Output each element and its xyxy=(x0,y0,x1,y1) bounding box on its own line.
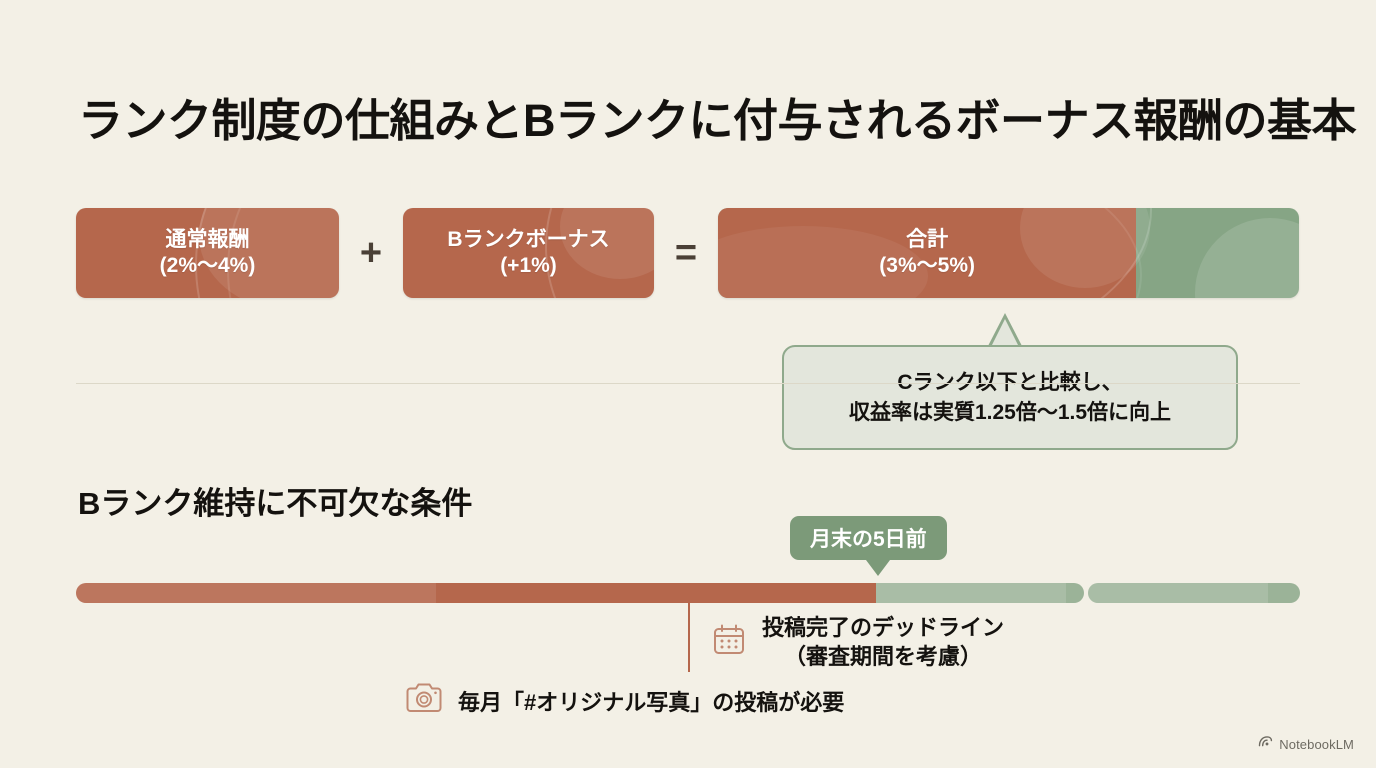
annotation-deadline: 投稿完了のデッドライン （審査期間を考慮） xyxy=(710,613,1004,672)
card-label: 合計 (3%〜5%) xyxy=(718,208,1136,298)
section-heading: Bランク維持に不可欠な条件 xyxy=(78,486,473,521)
annotation-photo-requirement: 毎月「#オリジナル写真」の投稿が必要 xyxy=(404,681,844,720)
timeline-badge-tail-icon xyxy=(866,560,890,576)
callout-tail-fill xyxy=(991,319,1019,347)
timeline-bar xyxy=(76,583,1300,603)
card-base-reward: 通常報酬 (2%〜4%) xyxy=(76,208,339,298)
card-b-rank-bonus: Bランクボーナス (+1%) xyxy=(403,208,654,298)
callout-text: Cランク以下と比較し、 収益率は実質1.25倍〜1.5倍に向上 xyxy=(849,368,1171,428)
timeline-segment-green-1 xyxy=(876,583,1084,603)
card-value: (2%〜4%) xyxy=(159,254,256,277)
timeline-segment-green-2 xyxy=(1088,583,1300,603)
callout-line-1: Cランク以下と比較し、 xyxy=(897,370,1123,394)
photo-requirement-text: 毎月「#オリジナル写真」の投稿が必要 xyxy=(458,689,845,715)
deadline-line-1: 投稿完了のデッドライン xyxy=(762,615,1005,640)
callout-comparison: Cランク以下と比較し、 収益率は実質1.25倍〜1.5倍に向上 xyxy=(782,345,1238,450)
watermark-label: NotebookLM xyxy=(1279,736,1354,752)
card-value: (+1%) xyxy=(500,254,557,277)
page-title: ランク制度の仕組みとBランクに付与されるボーナス報酬の基本 xyxy=(78,95,1357,146)
operator-equals-icon: = xyxy=(674,232,698,274)
timeline-segment-orange xyxy=(76,583,876,603)
card-value: (3%〜5%) xyxy=(879,254,975,277)
section-divider xyxy=(76,383,1300,384)
segment-texture xyxy=(76,583,876,603)
segment-texture xyxy=(1088,583,1300,603)
calendar-icon xyxy=(710,621,748,664)
formula-row: 通常報酬 (2%〜4%) + Bランクボーナス (+1%) = xyxy=(76,208,1300,298)
card-label: 通常報酬 (2%〜4%) xyxy=(160,227,256,279)
card-label: Bランクボーナス (+1%) xyxy=(447,227,609,279)
callout-line-2: 収益率は実質1.25倍〜1.5倍に向上 xyxy=(848,400,1172,424)
card-title: Bランクボーナス xyxy=(447,227,610,251)
deadline-line-2: （審査期間を考慮） xyxy=(784,644,983,670)
timeline-badge-label: 月末の5日前 xyxy=(810,528,927,551)
camera-icon xyxy=(404,681,444,720)
deadline-tick-marker xyxy=(688,600,690,672)
segment-texture xyxy=(876,583,1084,603)
card-title: 合計 xyxy=(906,227,949,251)
deadline-text: 投稿完了のデッドライン （審査期間を考慮） xyxy=(762,613,1004,672)
card-title: 通常報酬 xyxy=(165,227,250,251)
timeline-badge: 月末の5日前 xyxy=(790,516,947,560)
card-total: 合計 (3%〜5%) xyxy=(718,208,1299,298)
notebooklm-watermark: NotebookLM xyxy=(1258,734,1354,754)
operator-plus-icon: + xyxy=(359,232,383,274)
notebooklm-logo-icon xyxy=(1258,734,1273,754)
